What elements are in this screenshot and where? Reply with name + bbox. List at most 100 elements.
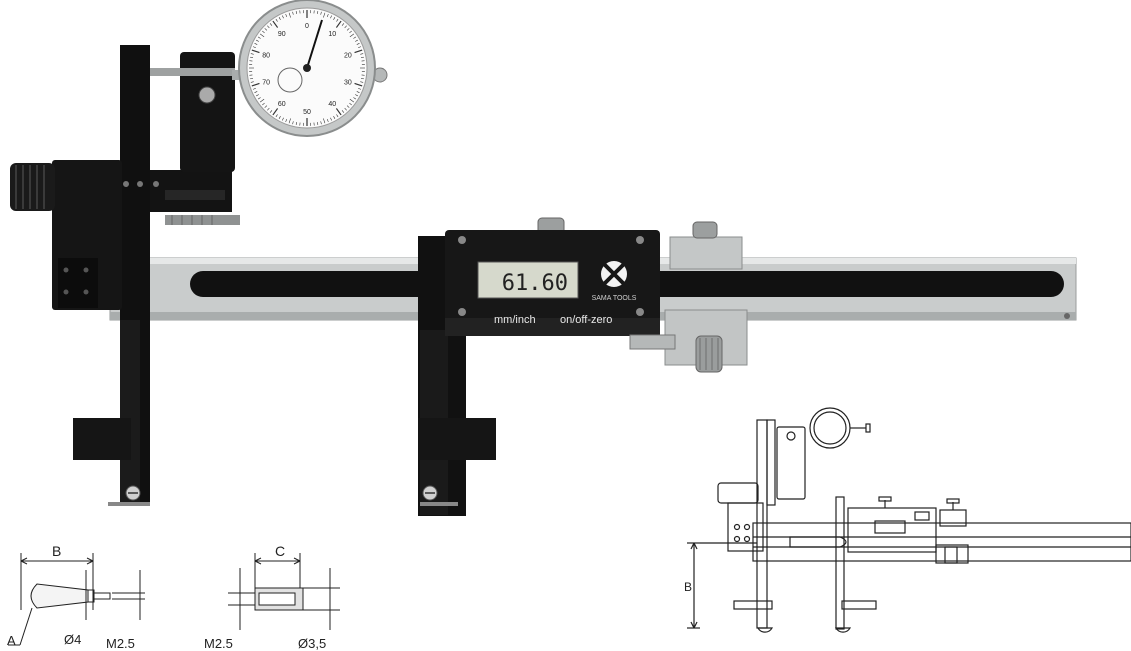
dial-tick (288, 118, 291, 124)
dial-tick (358, 46, 362, 49)
dial-tick (344, 107, 347, 111)
dial-tick (358, 87, 362, 90)
zero-button-label: on/off-zero (560, 314, 612, 326)
caliper-schematic (687, 407, 1131, 633)
dial-tick (252, 87, 256, 90)
dial-tick (354, 49, 363, 54)
dial-tick (360, 78, 365, 80)
dial-tick (269, 110, 273, 113)
dial-tick (250, 81, 254, 83)
dial-tick (254, 91, 258, 93)
dial-tick (285, 13, 288, 17)
probe-thread-label: M2.5 (106, 636, 135, 651)
dial-tick (320, 11, 322, 15)
schematic-height-label: B (684, 580, 692, 594)
probe-length-label: B (52, 543, 61, 559)
dial-number: 20 (344, 53, 352, 60)
dial-number: 80 (262, 53, 270, 60)
dial-tick (336, 114, 339, 118)
dial-number: 90 (278, 31, 286, 38)
dial-tick (335, 108, 342, 116)
fixed-jaw (73, 45, 150, 506)
dial-tick (346, 28, 350, 31)
dial-tick (353, 97, 357, 100)
dial-scale-ticks (249, 10, 365, 126)
dial-tick (292, 121, 294, 125)
dial-tick (333, 116, 336, 119)
dial-tick (269, 23, 273, 26)
dial-tick (285, 119, 288, 123)
dial-tick (330, 117, 332, 121)
dial-tick (323, 118, 326, 124)
dial-tick (249, 56, 254, 58)
dial-tick (317, 10, 319, 15)
dial-tick (326, 119, 329, 123)
sliding-head: 61.60 SAMA TOOLS mm/inch on/off-zero (418, 217, 660, 516)
dial-tick (360, 56, 365, 58)
dial-tick (251, 49, 260, 54)
dial-tick (292, 11, 294, 15)
adapter-diameter-label: Ø3,5 (298, 636, 326, 651)
dial-tick (278, 17, 281, 20)
dial-tick (282, 117, 284, 121)
lcd-display (477, 261, 579, 299)
dial-tick (360, 53, 364, 55)
dial-tick (249, 78, 254, 80)
dial-tick (250, 53, 254, 55)
dial-tick (288, 12, 291, 18)
dial-tick (326, 13, 329, 17)
dial-number: 50 (303, 109, 311, 116)
dial-tick (278, 116, 281, 119)
dial-tick (275, 114, 278, 118)
dial-tick (256, 39, 259, 42)
brand-logo-text: SAMA TOOLS (592, 295, 637, 302)
dial-tick (267, 25, 270, 29)
dial-tick (262, 30, 265, 34)
dial-tick (355, 94, 358, 97)
dial-tick (262, 102, 265, 106)
dial-tick (259, 98, 265, 103)
dial-tick (282, 15, 284, 19)
dial-tick (251, 82, 260, 87)
dial-tick (356, 43, 360, 45)
dial-tick (295, 10, 297, 15)
adapter-length-label: C (275, 543, 285, 559)
dial-needle (306, 19, 323, 69)
dial-number: 30 (344, 79, 352, 86)
dial-tick (259, 33, 265, 38)
depth-mechanism-block (10, 52, 240, 310)
dial-tick (346, 105, 350, 108)
dial-tick (272, 20, 279, 28)
dial-tick (252, 46, 256, 49)
dial-tick (349, 98, 355, 103)
dial-tick (336, 18, 339, 22)
dial-tick (333, 17, 336, 20)
dial-tick (256, 94, 259, 97)
dial-tick (254, 43, 258, 45)
dial-tick (330, 15, 332, 19)
probe-diameter-label: Ø4 (64, 632, 81, 647)
dial-tick (272, 108, 279, 116)
dial-tick (353, 36, 357, 39)
dial-tick (349, 33, 355, 38)
fine-adjust-clamp (629, 221, 748, 373)
dial-number: 0 (305, 23, 309, 30)
dial-tick (341, 23, 345, 26)
brand-logo: SAMA TOOLS (592, 261, 637, 302)
probe-tip-label: A (7, 633, 16, 648)
dial-tick (335, 20, 342, 28)
dial-tick (295, 121, 297, 126)
dial-tick (349, 102, 352, 106)
dial-tick (264, 28, 268, 31)
dial-tick (323, 12, 326, 18)
mode-button-label: mm/inch (494, 314, 536, 326)
dial-number: 40 (328, 101, 336, 108)
dial-tick (275, 18, 278, 22)
dial-tick (257, 36, 261, 39)
dial-tick (356, 91, 360, 93)
adapter-thread-label: M2.5 (204, 636, 233, 651)
